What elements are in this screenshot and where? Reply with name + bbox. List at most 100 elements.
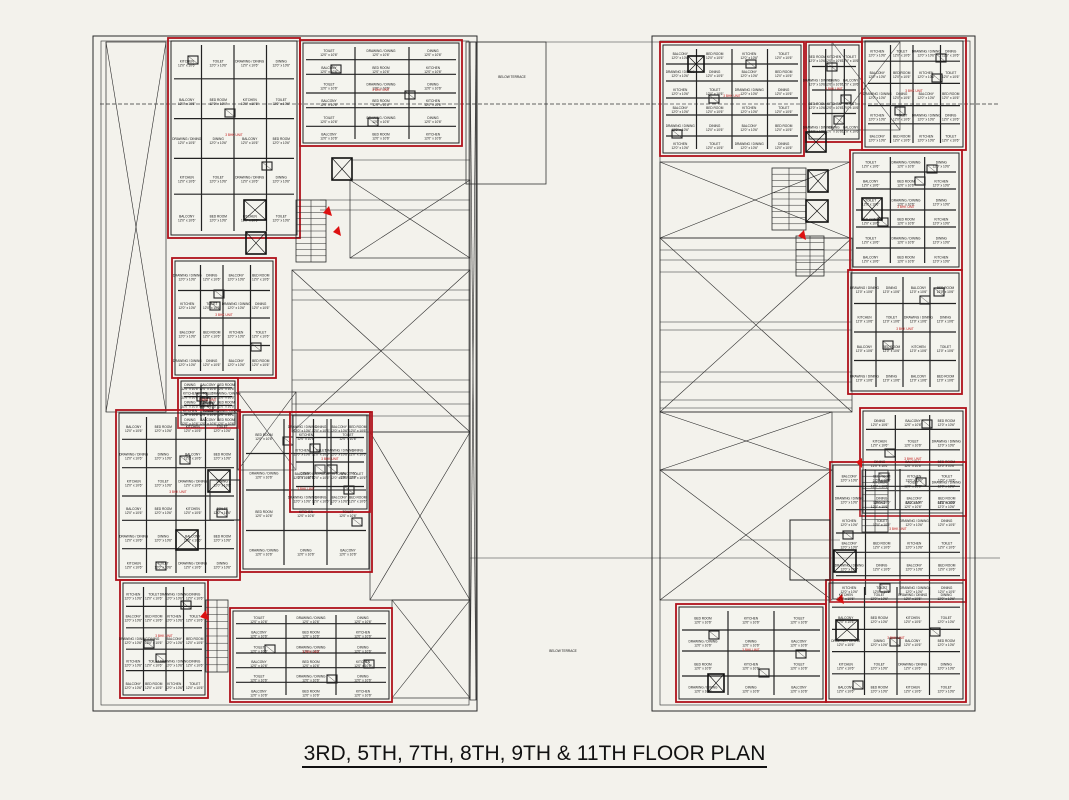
- room-size: 12'0" x 10'6": [241, 180, 258, 184]
- room-name: DINING: [941, 593, 953, 597]
- room-size: 12'0" x 10'6": [906, 501, 923, 505]
- fixture-line: [894, 106, 906, 116]
- room-size: 12'0" x 10'6": [906, 545, 923, 549]
- room-size: 12'0" x 10'6": [906, 478, 923, 482]
- unit-area-label: 3 BHK UNIT: [825, 87, 843, 91]
- room-name: DRAWING / DINING: [366, 49, 396, 53]
- fixture-line: [367, 117, 379, 127]
- room-size: 12'0" x 10'6": [250, 635, 267, 639]
- room-size: 12'0" x 10'6": [837, 643, 854, 647]
- room-size: 12'0" x 10'6": [897, 183, 914, 187]
- room-size: 12'0" x 10'6": [255, 476, 272, 480]
- shaft-diagonal: [659, 161, 851, 239]
- room-name: DRAWING / DINING: [119, 637, 149, 641]
- room-size: 12'0" x 10'6": [250, 620, 267, 624]
- room-name: TOILET: [253, 645, 264, 649]
- room-name: KITCHEN: [186, 507, 201, 511]
- room-name: BED ROOM: [694, 663, 712, 667]
- room-name: DRAWING / DINING: [900, 519, 930, 523]
- room-size: 12'0" x 10'6": [155, 456, 172, 460]
- room-name: DRAWING / DINING: [222, 302, 252, 306]
- room-name: DINING: [936, 198, 948, 202]
- room-size: 12'0" x 10'6": [186, 641, 203, 645]
- shaft-diagonal: [349, 179, 471, 259]
- apartment-inner-wall: [302, 42, 460, 144]
- room-size: 12'0" x 10'6": [904, 643, 921, 647]
- room-name: DRAWING / DINING: [912, 113, 942, 117]
- room-name: BALCONY: [251, 660, 267, 664]
- fixture-line: [180, 600, 192, 610]
- room-name: BALCONY: [905, 460, 921, 464]
- room-size: 12'0" x 10'6": [125, 511, 142, 515]
- toilet-block: [264, 644, 276, 654]
- lift-cross: [861, 197, 883, 221]
- lift-cross: [175, 529, 199, 551]
- room-name: DINING: [936, 236, 948, 240]
- fixture-line: [314, 464, 326, 474]
- room-size: 12'0" x 10'6": [897, 259, 914, 263]
- room-name: DINING: [213, 137, 225, 141]
- room-name: DINING: [941, 586, 953, 590]
- fixture-line: [914, 176, 926, 186]
- unit-area-label: 3 BHK UNIT: [199, 398, 217, 402]
- room-name: BALCONY: [321, 99, 337, 103]
- room-name: DINING: [427, 116, 439, 120]
- room-size: 12'0" x 10'6": [186, 664, 203, 668]
- room-size: 12'0" x 10'6": [186, 619, 203, 623]
- fixture-line: [882, 340, 894, 350]
- room-name: BALCONY: [742, 70, 758, 74]
- room-size: 12'0" x 10'6": [178, 102, 195, 106]
- room-name: DINING: [745, 686, 757, 690]
- room-name: BED ROOM: [210, 98, 228, 102]
- room-name: TOILET: [793, 663, 804, 667]
- room-name: DINING: [189, 660, 201, 664]
- room-name: TOILET: [342, 510, 353, 514]
- room-size: 12'0" x 10'6": [897, 202, 914, 206]
- room-size: 12'0" x 10'6": [184, 566, 201, 570]
- fixture-line: [884, 448, 896, 458]
- room-name: BALCONY: [843, 125, 859, 129]
- apartment-inner-wall: [828, 582, 964, 700]
- room-size: 12'0" x 10'6": [184, 538, 201, 542]
- room-size: 12'0" x 10'6": [125, 641, 142, 645]
- room-size: 12'0" x 10'6": [372, 137, 389, 141]
- room-size: 12'0" x 10'6": [869, 138, 886, 142]
- room-name: BED ROOM: [775, 124, 793, 128]
- room-name: KITCHEN: [842, 586, 857, 590]
- fixture-line: [282, 436, 294, 446]
- room-size: 12'0" x 10'6": [228, 335, 245, 339]
- room-name: TOILET: [778, 106, 789, 110]
- room-name: TOILET: [148, 660, 159, 664]
- room-name: BED ROOM: [155, 425, 173, 429]
- toilet-block: [877, 217, 889, 227]
- fixture-line: [840, 94, 852, 104]
- room-name: KITCHEN: [167, 682, 182, 686]
- room-size: 12'0" x 10'6": [893, 117, 910, 121]
- room-size: 12'0" x 10'6": [904, 505, 921, 509]
- room-name: TOILET: [874, 662, 885, 666]
- room-name: BED ROOM: [186, 637, 204, 641]
- room-name: BALCONY: [340, 472, 356, 476]
- toilet-block: [894, 106, 906, 116]
- toilet-block: [250, 342, 262, 352]
- room-size: 12'0" x 10'6": [672, 74, 689, 78]
- room-size: 12'0" x 10'6": [910, 290, 927, 294]
- room-size: 12'0" x 10'6": [273, 180, 290, 184]
- room-size: 12'0" x 10'6": [178, 180, 195, 184]
- room-name: BED ROOM: [349, 495, 367, 499]
- room-size: 12'0" x 10'6": [694, 621, 711, 625]
- room-name: BED ROOM: [372, 99, 390, 103]
- room-size: 12'0" x 10'6": [938, 568, 955, 572]
- unit-area-label: 3 BHK UNIT: [905, 89, 923, 93]
- room-name: BED ROOM: [897, 217, 915, 221]
- room-size: 12'0" x 10'6": [933, 183, 950, 187]
- room-size: 12'0" x 10'6": [841, 590, 858, 594]
- room-name: DINING: [936, 160, 948, 164]
- right-court-corner: [831, 41, 901, 131]
- room-size: 12'0" x 10'6": [842, 129, 859, 133]
- fixture-line: [213, 289, 225, 299]
- room-size: 12'0" x 10'6": [906, 590, 923, 594]
- shaft-diagonal: [659, 469, 833, 601]
- room-name: TOILET: [865, 160, 876, 164]
- toilet-block: [919, 295, 931, 305]
